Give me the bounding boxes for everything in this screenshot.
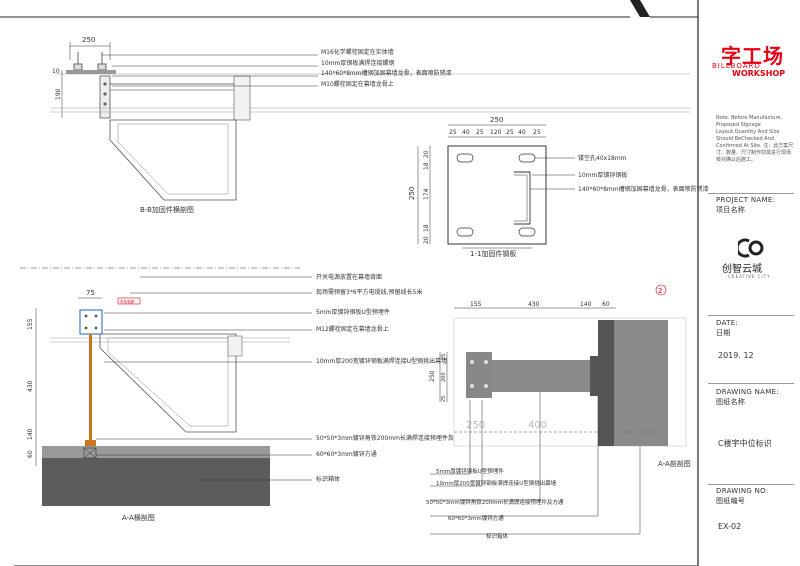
bb-label-2: 10mm厚钢板满焊连接螺钢	[321, 59, 394, 67]
plate-top-dim-2: 40	[462, 129, 470, 136]
elev-left-dim-2: 200	[441, 372, 447, 382]
plate-top-dim-3: 25	[476, 129, 484, 136]
aa-label-5: 10mm厚200宽镀锌钢板满焊连接U型钢挑出幕墙	[316, 357, 447, 365]
bb-dim-10: 10	[52, 68, 60, 75]
elev-left-dim-1: 25	[441, 354, 447, 360]
aa-dim-155: 155	[27, 318, 34, 330]
elev-top-dim-3: 140	[580, 301, 592, 308]
plate-top-total: 250	[490, 116, 503, 124]
plate-label-1: 镂空孔40x18mm	[578, 154, 627, 162]
plate-top-dim-6: 40	[518, 129, 526, 136]
plate-label-2: 10mm厚镀锌钢板	[578, 171, 627, 179]
brand-en: CREATIVE CITY	[728, 274, 771, 279]
plate-left-dim-1: 20	[423, 150, 430, 158]
date-label-cn: 日期	[716, 329, 731, 337]
logo-cn: 字工场	[721, 44, 784, 68]
aa-label-6: 50*50*3mm镀锌角铁200mm长满焊连接预埋件及方通	[316, 434, 466, 442]
drawing-no-value: EX-02	[718, 522, 742, 531]
elev-top-dim-1: 155	[470, 301, 482, 308]
elev-label-4: 60*60*3mm镀锌方通	[448, 514, 504, 522]
title-block: 字工场 BILLBOARD WORKSHOP Note: Before Manu…	[698, 0, 800, 566]
drawing-no-label-cn: 图纸编号	[716, 497, 746, 505]
elev-top-dim-4: 60	[602, 301, 610, 308]
plate-left-dim-3: 174	[423, 188, 430, 200]
drawing-no-label-en: DRAWING NO:	[716, 487, 769, 495]
aa-dim-75: 75	[86, 289, 95, 297]
bb-caption: B-B加固件横剖图	[140, 205, 194, 214]
elev-left-total: 250	[429, 370, 436, 382]
aa-dim-140: 140	[27, 428, 34, 440]
aa-power-box-label: 开关电源	[120, 299, 134, 304]
bb-dim-190: 190	[55, 88, 62, 100]
aa-dim-430: 430	[27, 380, 34, 392]
plate-top-dim-7: 25	[533, 129, 541, 136]
elev-label-3: 50*50*3mm镀锌角铁200mm长满焊连接预埋件及方通	[426, 498, 564, 506]
aa-dim-60: 60	[27, 450, 34, 458]
bb-label-3: 140*60*8mm槽钢加固幕墙龙骨，表面喷防锈漆	[321, 69, 452, 77]
plate-detail-drawing: 250 25 40 25 120 25 40 25 250 20 18 174 …	[408, 116, 709, 258]
aa-label-8: 标识箱体	[316, 475, 340, 483]
project-name-label-en: PROJECT NAME:	[716, 196, 776, 204]
aa-label-7: 60*60*3mm镀锌方通	[316, 450, 377, 458]
plate-left-dim-4: 18	[423, 224, 430, 232]
bb-section-drawing: 250 10 190 B-B加固件横剖图 M	[50, 36, 690, 214]
brand-logo-icon	[738, 238, 764, 258]
date-label-en: DATE:	[716, 319, 739, 327]
elev-label-2: 10mm厚200宽镀锌钢板满焊连接U型钢挑出幕墙	[436, 479, 557, 487]
date-value: 2019. 12	[718, 351, 754, 360]
logo-en-line1: BILLBOARD	[712, 62, 761, 70]
aa-section-drawing: 75 155 430 140 60 开关电源 A-A横剖图	[20, 267, 466, 522]
plate-left-total: 250	[408, 187, 416, 200]
project-name-label-cn: 项目名称	[716, 206, 746, 214]
drawing-name-label-cn: 图纸名称	[716, 398, 746, 406]
bb-label-4: M10螺栓固定在幕墙龙骨上	[321, 80, 394, 88]
plate-caption: 1-1加固件钢板	[470, 249, 516, 258]
manufacture-note: Note: Before Manufacture, Proposed Signa…	[716, 115, 794, 163]
elev-left-dim-3: 25	[441, 396, 447, 402]
divider	[708, 484, 794, 485]
aa-label-1: 开关电源放置在幕墙背面	[316, 273, 382, 281]
plate-top-dim-5: 25	[506, 129, 514, 136]
elev-label-1: 5mm厚镀锌钢板U型预埋件	[436, 467, 504, 475]
aa-label-3: 5mm厚镀锌钢板U型预埋件	[316, 308, 390, 316]
aa-caption: A-A横剖图	[122, 513, 155, 522]
elev-circle-no: 2	[658, 287, 662, 295]
aa-label-2: 现场需预留3*6平方电缆线,预留线长5米	[316, 288, 422, 296]
plate-top-dim-4: 120	[490, 129, 502, 136]
plate-left-dim-5: 20	[423, 236, 430, 244]
plate-label-3: 140*60*8mm槽钢加固幕墙龙骨，表面喷防锈漆	[578, 185, 709, 193]
elev-top-dim-2: 430	[528, 301, 540, 308]
elev-inner-dim-1: 250	[466, 420, 485, 431]
elev-label-5: 标识箱体	[486, 532, 509, 540]
divider	[708, 193, 794, 194]
plate-top-dim-1: 25	[449, 129, 457, 136]
elev-caption: A-A剖剖图	[658, 459, 691, 468]
elev-inner-dim-2: 400	[528, 420, 547, 431]
divider	[708, 315, 794, 316]
aa-label-4: M12螺栓固定在幕墙龙骨上	[316, 325, 389, 333]
bb-label-1: M16化学螺栓固定在实体墙	[321, 48, 394, 56]
drawing-name-label-en: DRAWING NAME:	[716, 388, 779, 396]
plate-left-dim-2: 18	[423, 162, 430, 170]
divider	[708, 383, 794, 384]
logo-en-line2: WORKSHOP	[732, 69, 786, 78]
elevation-drawing: 2 155 430 140 60 250 25 200 25 250 400 A…	[426, 284, 691, 540]
brand-cn: 创智云城	[722, 264, 762, 275]
drawing-name-value: C楼宇中位标识	[718, 439, 772, 448]
bb-dim-250: 250	[82, 36, 95, 44]
